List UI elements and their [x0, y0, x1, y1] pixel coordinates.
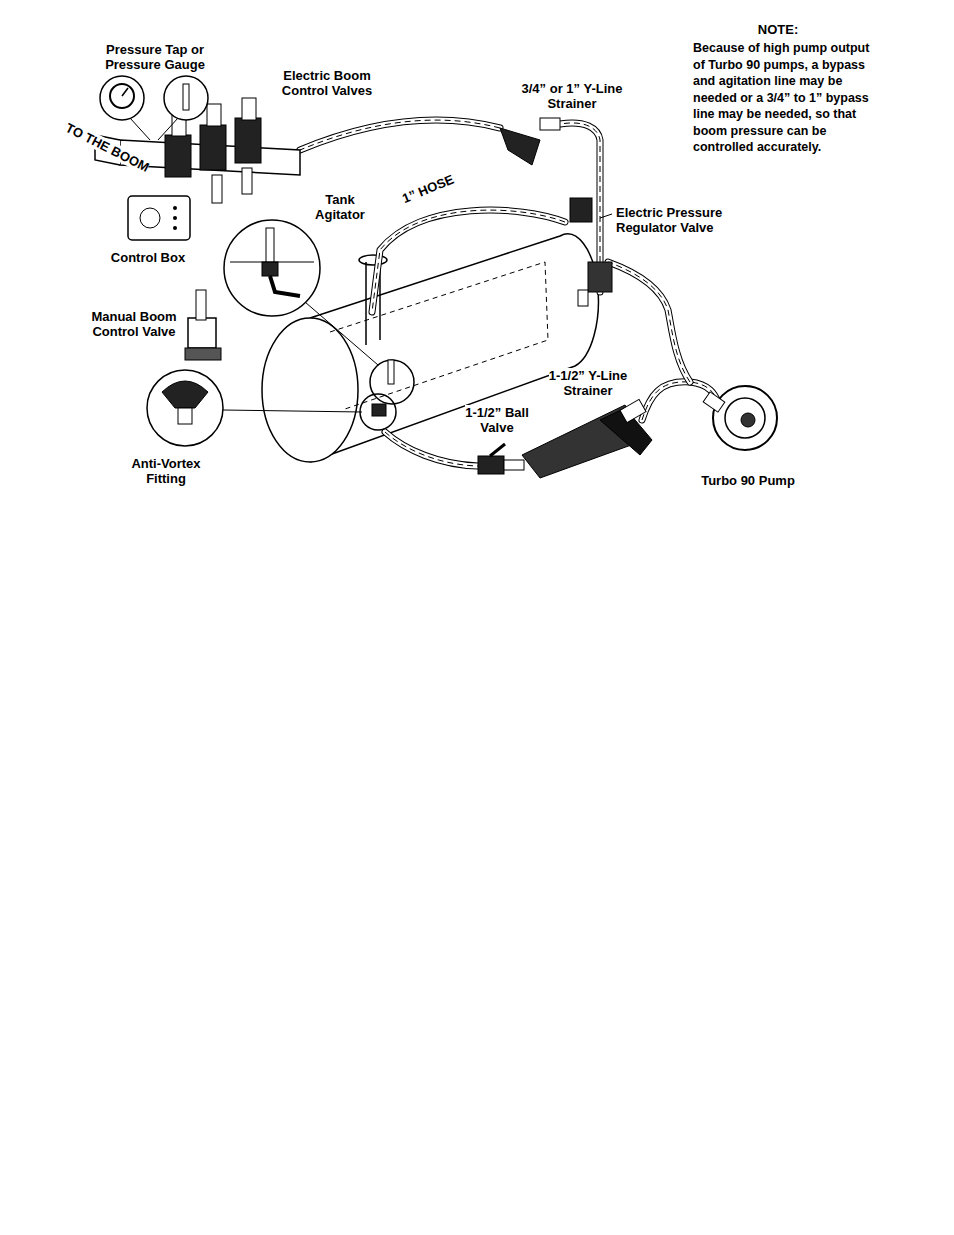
y-line-strainer-large	[522, 399, 652, 478]
label-text: Control Box	[111, 250, 185, 265]
part-label: 1” HOSE	[400, 162, 480, 206]
boom-control-valves	[120, 98, 300, 203]
label-text: Manual Boom Control Valve	[91, 309, 176, 339]
turbo-pump	[703, 386, 777, 450]
label-text: Anti-Vortex Fitting	[131, 456, 200, 486]
part-label: Turbo 90 Pump	[693, 473, 803, 488]
y-line-strainer-small	[500, 118, 560, 165]
hoses	[300, 120, 718, 466]
label-text: Turbo 90 Pump	[701, 473, 795, 488]
part-label: NOTE:	[748, 22, 808, 37]
part-label: 1-1/2” Y-Line Strainer	[534, 368, 642, 398]
part-label: 3/4” or 1” Y-Line Strainer	[502, 81, 642, 111]
label-text: Because of high pump output of Turbo 90 …	[693, 41, 869, 154]
part-label: Control Box	[98, 250, 198, 265]
part-label: Electric Pressure Regulator Valve	[616, 205, 744, 235]
part-label: Tank Agitator	[307, 192, 373, 222]
label-text: Tank Agitator	[315, 192, 365, 222]
label-text: 1-1/2” Ball Valve	[465, 405, 529, 435]
anti-vortex-detail	[147, 370, 396, 446]
label-text: Electric Boom Control Valves	[282, 68, 372, 98]
label-text: 1” HOSE	[400, 172, 456, 206]
label-text: 1-1/2” Y-Line Strainer	[549, 368, 628, 398]
part-label: Because of high pump output of Turbo 90 …	[693, 40, 879, 156]
part-label: 1-1/2” Ball Valve	[451, 405, 543, 435]
manual-boom-valve	[185, 290, 221, 360]
part-label: Pressure Tap or Pressure Gauge	[95, 42, 215, 72]
label-text: Pressure Tap or Pressure Gauge	[105, 42, 205, 72]
label-text: Electric Pressure Regulator Valve	[616, 205, 722, 235]
pressure-regulator	[570, 198, 612, 306]
ball-valve	[478, 444, 524, 474]
control-box	[128, 196, 190, 240]
part-label: Manual Boom Control Valve	[82, 309, 186, 339]
label-text: 3/4” or 1” Y-Line Strainer	[522, 81, 623, 111]
label-text: NOTE:	[758, 22, 798, 37]
part-label: Anti-Vortex Fitting	[119, 456, 213, 486]
part-label: Electric Boom Control Valves	[271, 68, 383, 98]
agitator-detail	[224, 220, 414, 404]
pressure-gauge	[100, 76, 208, 140]
